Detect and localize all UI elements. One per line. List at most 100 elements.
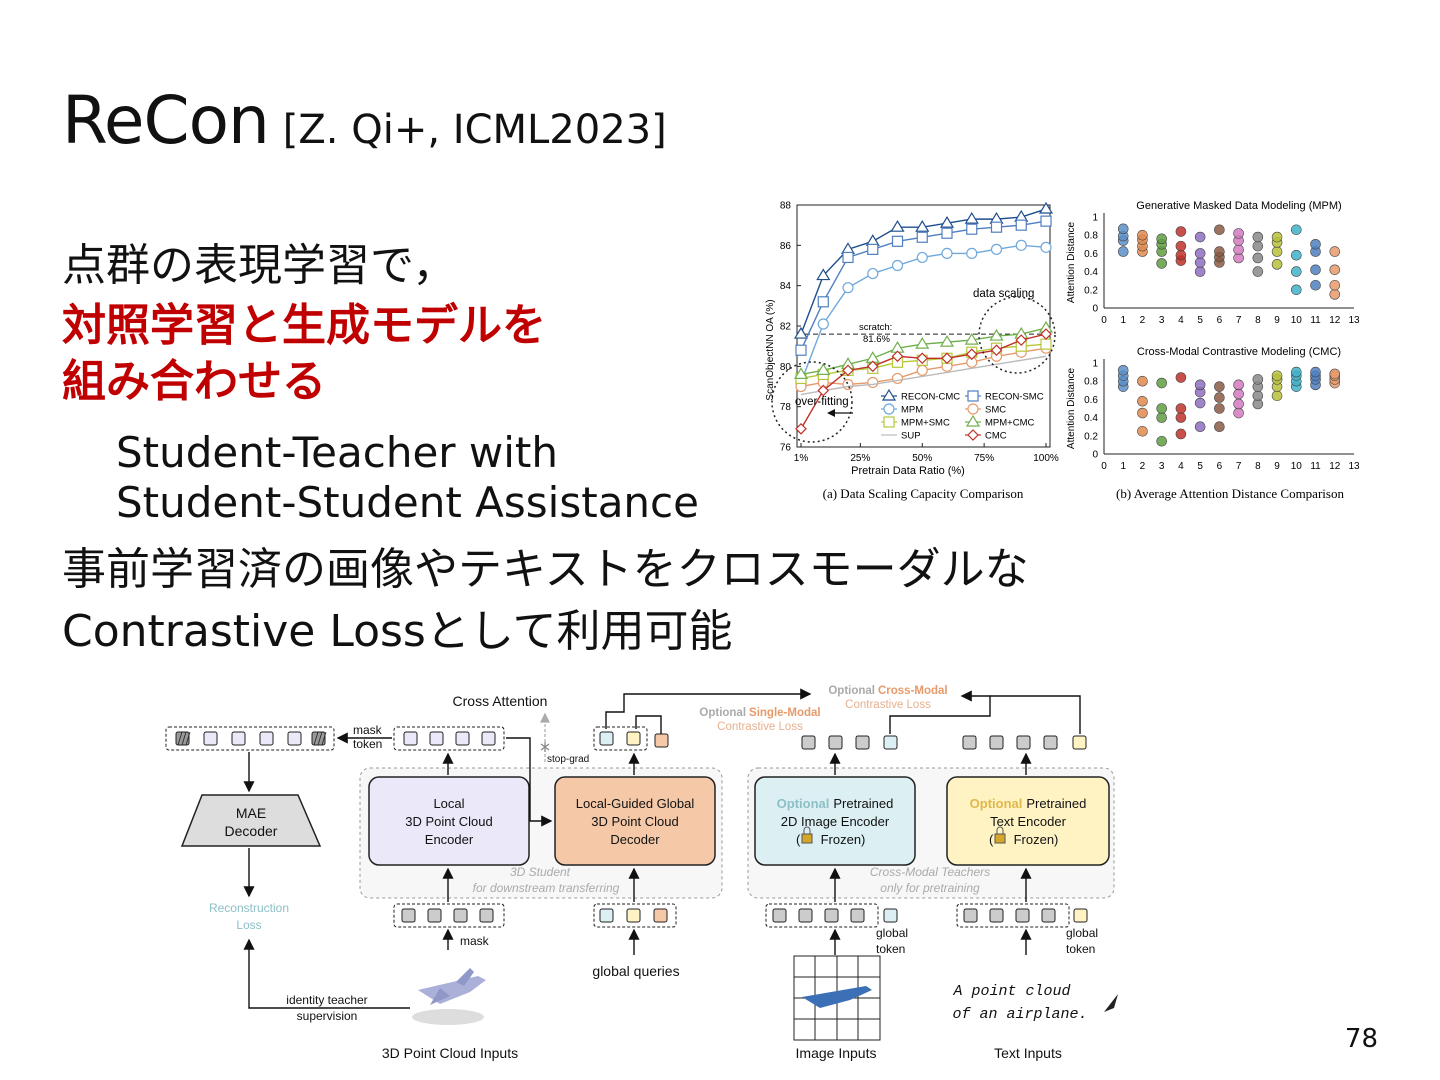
local-encoder-text-1: Local <box>433 796 464 811</box>
legend-label: RECON-SMC <box>985 392 1044 403</box>
image-encoder-paren: ( <box>796 832 801 847</box>
overfitting-circle <box>771 361 853 443</box>
chart-a-point <box>817 384 830 397</box>
token <box>1015 908 1030 923</box>
chart-a-point <box>795 423 807 435</box>
chart-a-series-line <box>800 355 1047 396</box>
chart-a-point <box>1040 338 1052 350</box>
token <box>653 908 668 923</box>
legend-label: CMC <box>985 431 1007 442</box>
chart-b-xtick-label: 13 <box>1348 315 1360 326</box>
token <box>403 731 418 746</box>
chart-b-xtick-label: 12 <box>1329 461 1341 472</box>
chart-b-xtick-label: 0 <box>1101 315 1107 326</box>
lgg-decoder-text-2: 3D Point Cloud <box>591 814 678 829</box>
mae-text-2: Decoder <box>225 823 278 839</box>
token-hatch <box>313 731 319 746</box>
global-query-token-group <box>593 903 677 928</box>
chart-a-ytick-label: 78 <box>780 402 792 413</box>
image-encoder-pretrained: Pretrained <box>833 796 893 811</box>
single-modal-optional: Optional <box>699 707 746 719</box>
stop-grad-label: stop-grad <box>547 754 589 765</box>
chart-a-point <box>891 372 904 385</box>
attention-point <box>1156 377 1167 389</box>
chart-b-xtick-label: 2 <box>1140 315 1146 326</box>
attention-point <box>1137 395 1148 407</box>
attention-point <box>1271 390 1283 402</box>
chart-a-xlabel: Pretrain Data Ratio (%) <box>851 465 965 477</box>
attention-point <box>1252 266 1264 277</box>
chart-b-xtick-label: 10 <box>1291 315 1303 326</box>
attention-point <box>1156 403 1167 414</box>
chart-b-ytick-label: 0 <box>1092 450 1098 461</box>
chart-b-xtick-label: 1 <box>1120 461 1126 472</box>
chart-a-point <box>915 220 930 232</box>
attention-point <box>1137 407 1148 419</box>
chart-a-xtick-label: 100% <box>1033 453 1059 464</box>
token <box>883 735 898 750</box>
attention-point <box>1291 366 1302 378</box>
attention-point <box>1137 375 1148 387</box>
attention-point <box>1329 246 1341 257</box>
overfitting-arrow-head <box>827 409 835 417</box>
identity-label-1: identity teacher <box>286 993 367 1007</box>
legend-label: SMC <box>985 405 1006 416</box>
slide-title: ReCon[Z. Qi+, ICML2023] <box>62 82 667 159</box>
chart-b-xtick-label: 5 <box>1197 315 1203 326</box>
attention-point <box>1175 240 1187 252</box>
chart-b-xtick-label: 2 <box>1140 461 1146 472</box>
chart-a-point <box>916 251 928 264</box>
chart-a-caption: (a) Data Scaling Capacity Comparison <box>823 486 1024 501</box>
chart-a-point <box>881 388 897 401</box>
text-global-token-2: token <box>1066 942 1095 956</box>
chart-a-point <box>1015 239 1027 251</box>
teachers-label-2: only for pretraining <box>880 881 980 895</box>
token <box>429 731 444 746</box>
bullet2-line2: Contrastive Lossとして利用可能 <box>62 606 733 657</box>
token <box>599 731 614 746</box>
chart-b-xtick-label: 8 <box>1255 315 1261 326</box>
attention-point <box>1233 407 1244 419</box>
chart-a-point <box>967 429 979 441</box>
chart-a-xtick-label: 25% <box>850 453 870 464</box>
recon-loss-2: Loss <box>236 918 261 932</box>
token <box>1073 908 1088 923</box>
bullet1-line2: 対照学習と生成モデルを <box>62 300 546 351</box>
attention-point <box>1214 403 1225 414</box>
quill-icon <box>1104 994 1118 1012</box>
bullet1-line3: 組み合わせる <box>62 356 326 407</box>
lock-icon <box>994 826 1006 844</box>
chart-a-point <box>965 414 981 427</box>
text-inputs-label: Text Inputs <box>994 1045 1062 1061</box>
single-modal-kind: Single-Modal <box>749 707 821 719</box>
token <box>962 735 977 750</box>
attention-point <box>1175 226 1187 237</box>
chart-b-xtick-label: 4 <box>1178 315 1184 326</box>
chart-b-xtick-label: 6 <box>1217 461 1223 472</box>
chart-b-ytick-label: 0.2 <box>1084 431 1098 442</box>
chart-a-ytick-label: 84 <box>780 281 792 292</box>
attention-point <box>1117 246 1129 257</box>
image-encoder-text-3: Frozen) <box>821 832 866 847</box>
legend-label: SUP <box>901 431 921 442</box>
chart-b-xtick-label: 8 <box>1255 461 1261 472</box>
attention-point <box>1233 388 1244 400</box>
chart-b-xtick-label: 13 <box>1348 461 1360 472</box>
chart-a-point <box>817 318 829 330</box>
chart-a-point <box>891 235 904 247</box>
chart-b-ytick-label: 0.4 <box>1084 267 1098 278</box>
chart-a-point <box>939 334 955 347</box>
attention-point <box>1310 366 1321 378</box>
token <box>824 908 839 923</box>
text-encoder-text-3: Frozen) <box>1014 832 1059 847</box>
chart-a-ytick-label: 86 <box>780 241 792 252</box>
chart-b-panel-title: Generative Masked Data Modeling (MPM) <box>1136 200 1341 212</box>
attention-point <box>1156 258 1167 269</box>
token <box>453 908 468 923</box>
lock-icon <box>801 826 813 844</box>
token <box>231 731 246 746</box>
attention-point <box>1137 425 1148 437</box>
chart-a-point <box>1040 241 1052 253</box>
